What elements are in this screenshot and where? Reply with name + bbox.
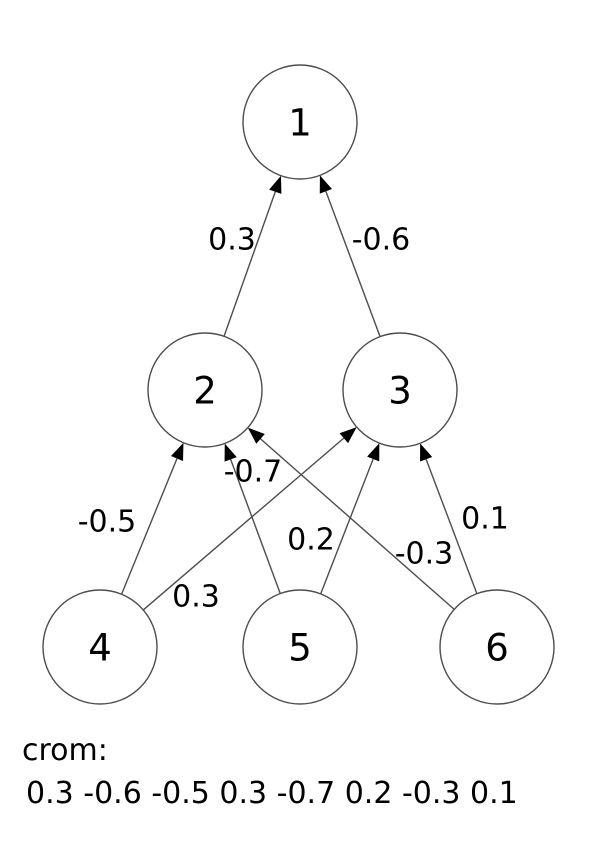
edge-line (142, 437, 345, 611)
node-label-2: 2 (193, 370, 217, 413)
node-circle-2[interactable] (147, 332, 263, 448)
node-circle-4[interactable] (42, 589, 158, 705)
nodes-group: 1 2 3 4 5 6 (42, 64, 555, 705)
edge-arrowhead (269, 175, 282, 194)
node-circle-5[interactable] (242, 589, 358, 705)
edge-line (120, 458, 178, 595)
node-label-6: 6 (485, 627, 509, 670)
edge-line (325, 191, 381, 337)
edge-weight-3-1: -0.6 (352, 223, 411, 258)
edge-5-to-2 (224, 443, 281, 594)
edge-3-to-1 (319, 175, 381, 337)
edge-5-to-3 (320, 443, 380, 595)
edge-weight-5-3: 0.2 (287, 523, 335, 558)
caption-group: crom: 0.3 -0.6 -0.5 0.3 -0.7 0.2 -0.3 0.… (22, 733, 518, 811)
edge-weight-6-3: 0.1 (461, 502, 509, 537)
node-4[interactable]: 4 (42, 589, 158, 705)
edge-arrowhead (367, 443, 380, 462)
node-label-3: 3 (388, 370, 412, 413)
edge-weight-2-1: 0.3 (208, 223, 256, 258)
edge-4-to-3 (142, 427, 357, 611)
edge-line (223, 191, 276, 337)
edge-weight-4-3: 0.3 (172, 580, 220, 615)
edge-weight-6-2: -0.3 (395, 537, 454, 572)
edge-arrowhead (171, 442, 184, 461)
edge-arrowhead (339, 427, 357, 444)
node-circle-1[interactable] (242, 64, 358, 180)
node-5[interactable]: 5 (242, 589, 358, 705)
edge-arrowhead (420, 443, 433, 462)
edges-group (120, 175, 478, 611)
node-1[interactable]: 1 (242, 64, 358, 180)
edge-line (425, 458, 478, 594)
edge-labels-group: 0.3 -0.6 -0.5 0.3 -0.70.2 -0.30.1 (78, 223, 509, 615)
edge-line (320, 458, 374, 595)
node-circle-6[interactable] (439, 589, 555, 705)
node-2[interactable]: 2 (147, 332, 263, 448)
edge-arrowhead (224, 443, 237, 462)
edge-line (260, 438, 455, 610)
node-circle-3[interactable] (342, 332, 458, 448)
edge-6-to-2 (247, 427, 455, 610)
node-3[interactable]: 3 (342, 332, 458, 448)
caption-values: 0.3 -0.6 -0.5 0.3 -0.7 0.2 -0.3 0.1 (26, 776, 518, 811)
edge-arrowhead (247, 427, 265, 444)
caption-label: crom: (22, 733, 108, 768)
node-label-4: 4 (88, 627, 112, 670)
edge-6-to-3 (420, 443, 478, 594)
node-6[interactable]: 6 (439, 589, 555, 705)
edge-weight-4-2: -0.5 (78, 505, 137, 540)
edge-weight-5-2: -0.7 (224, 455, 283, 490)
edge-2-to-1 (223, 175, 282, 337)
edge-arrowhead (319, 175, 332, 194)
node-label-1: 1 (288, 102, 312, 145)
edge-line (230, 459, 281, 594)
edge-4-to-2 (120, 442, 184, 595)
node-label-5: 5 (288, 627, 312, 670)
